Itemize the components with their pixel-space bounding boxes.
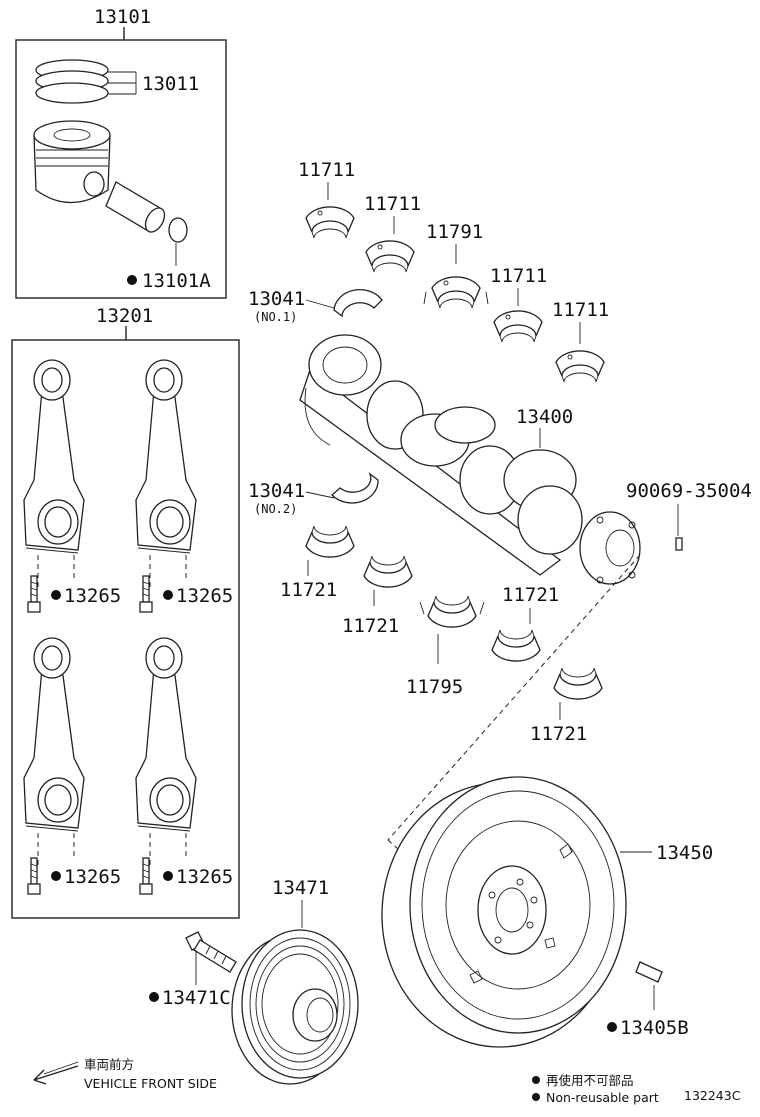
- label-upper-bearing-4: 11711: [552, 299, 609, 321]
- flywheel-graphic: [381, 776, 627, 1048]
- lower-bearing-1: [305, 525, 355, 558]
- label-lower-bearing-2: 11721: [342, 615, 399, 637]
- connecting-rod-1: [23, 359, 85, 591]
- figure-id: 132243C: [684, 1088, 741, 1103]
- lower-bearing-2: [363, 555, 413, 588]
- legend-english: Non-reusable part: [546, 1090, 659, 1105]
- non-reusable-marker-flywheel-bolt: [607, 1022, 617, 1032]
- label-thrust-washer-no1: (NO.1): [254, 310, 297, 324]
- upper-bearing-3: [493, 310, 543, 343]
- front-direction-arrow: [33, 1061, 79, 1085]
- label-lower-bearing-1: 11721: [280, 579, 337, 601]
- label-flywheel-bolt: 13405B: [620, 1017, 689, 1039]
- label-thrust-washer-no2: (NO.2): [254, 502, 297, 516]
- rod-bolt-1: [27, 575, 41, 613]
- piston-set-box: [15, 39, 227, 299]
- label-thrust-washer-2: 13041: [248, 480, 305, 502]
- flywheel-bolt-graphic: [635, 961, 663, 1010]
- label-upper-bearing-center: 11791: [426, 221, 483, 243]
- pulley-bolt-graphic: [185, 931, 237, 985]
- upper-bearing-center: [423, 276, 489, 309]
- label-rod-set: 13201: [96, 305, 153, 327]
- label-upper-bearing-3: 11711: [490, 265, 547, 287]
- piston-rings-graphic: [35, 59, 137, 104]
- thrust-washer-no2: [331, 472, 379, 504]
- label-snap-ring: 13101A: [142, 270, 211, 292]
- connecting-rod-4: [135, 637, 197, 869]
- rod-bolt-2: [139, 575, 153, 613]
- label-lower-bearing-center: 11795: [406, 676, 463, 698]
- upper-bearing-1: [305, 206, 355, 239]
- lower-bearing-center: [419, 595, 485, 628]
- thrust-washer-no1: [333, 289, 383, 318]
- non-reusable-marker-pulley-bolt: [149, 992, 159, 1002]
- direction-japanese: 車両前方: [84, 1057, 134, 1072]
- crankshaft-graphic: [299, 334, 641, 585]
- non-reusable-marker: [127, 275, 137, 285]
- label-lower-bearing-4: 11721: [530, 723, 587, 745]
- crank-pin-graphic: [675, 537, 683, 551]
- lower-bearing-3: [491, 629, 541, 662]
- label-pulley-bolt: 13471C: [162, 987, 231, 1009]
- label-flywheel: 13450: [656, 842, 713, 864]
- upper-bearing-2: [365, 240, 415, 273]
- label-crankshaft: 13400: [516, 406, 573, 428]
- label-lower-bearing-3: 11721: [502, 584, 559, 606]
- piston-pin-graphic: [105, 181, 166, 233]
- label-rod-bolt-1: 13265: [64, 585, 121, 607]
- connecting-rod-3: [23, 637, 85, 869]
- label-upper-bearing-1: 11711: [298, 159, 355, 181]
- label-piston-set: 13101: [94, 6, 151, 28]
- label-pin: 90069-35004: [626, 480, 752, 502]
- snap-ring-graphic: [168, 217, 188, 243]
- label-thrust-washer-1: 13041: [248, 288, 305, 310]
- legend-japanese: 再使用不可部品: [546, 1073, 634, 1088]
- label-pulley: 13471: [272, 877, 329, 899]
- label-rod-bolt-4: 13265: [176, 866, 233, 888]
- label-upper-bearing-2: 11711: [364, 193, 421, 215]
- rod-set-box: [11, 339, 240, 919]
- piston-graphic: [33, 120, 111, 204]
- crank-pulley-graphic: [231, 929, 359, 1085]
- direction-english: VEHICLE FRONT SIDE: [84, 1076, 217, 1091]
- label-rod-bolt-3: 13265: [64, 866, 121, 888]
- connecting-rod-2: [135, 359, 197, 591]
- lower-bearing-4: [553, 667, 603, 700]
- upper-bearing-4: [555, 350, 605, 383]
- label-piston-rings: 13011: [142, 73, 199, 95]
- label-rod-bolt-2: 13265: [176, 585, 233, 607]
